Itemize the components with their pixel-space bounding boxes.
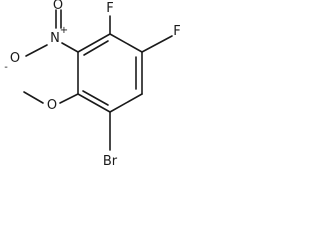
ring-bond-c3-c4 [109,93,143,113]
ring-double-bond-inner-c6-c1 [83,40,109,56]
ring-bond-c4-c5 [77,93,111,113]
nitro-oxygen-negative-charge: - [4,62,8,73]
atom-label-nitro-oxygen-single: O [10,51,20,66]
chemical-structure-diagram: F F N + O O - O Br [4,0,181,169]
bond-c2-fluorine-right [141,35,173,53]
benzene-ring [77,33,143,113]
bond-methoxy-o-methyl [23,91,44,104]
ring-bond-c1-c2 [109,33,143,53]
bond-c6-nitro-nitrogen [61,42,79,53]
atom-label-methoxy-oxygen: O [47,98,57,113]
atom-label-fluorine-top: F [106,1,113,16]
atom-label-fluorine-right: F [173,24,180,39]
atom-label-nitro-nitrogen: N [50,31,60,46]
nitro-nitrogen-positive-charge: + [60,25,68,36]
bond-nitro-n-o-single [25,44,48,57]
atom-label-nitro-oxygen-double: O [53,0,63,13]
ring-double-bond-inner-c4-c5 [82,90,109,106]
bond-c5-methoxy-oxygen [59,93,79,104]
atom-label-bromine: Br [103,154,118,169]
ring-bond-c6-c1 [77,33,111,53]
